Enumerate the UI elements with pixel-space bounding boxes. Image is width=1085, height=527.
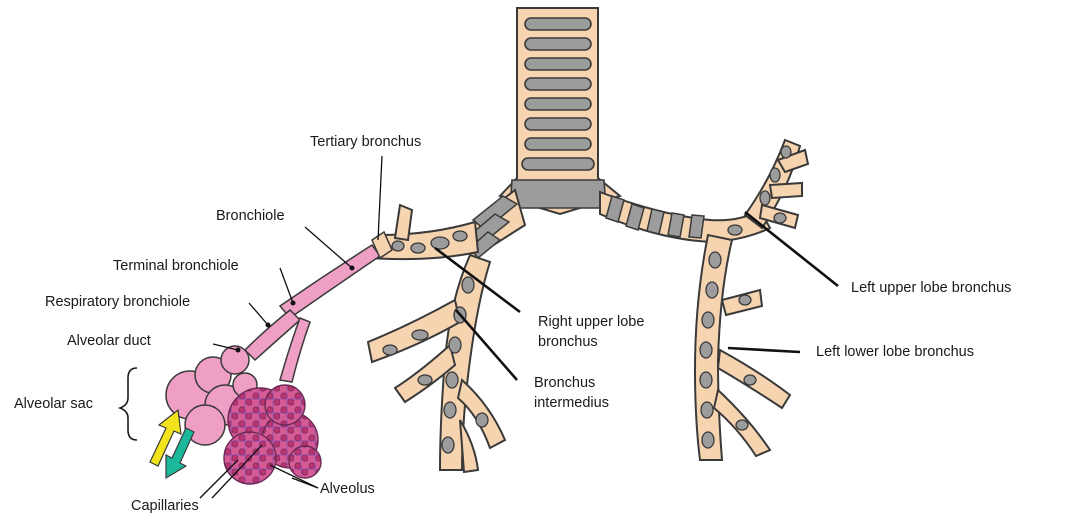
- label-o2: O2: [185, 460, 200, 479]
- label-capillaries: Capillaries: [131, 498, 199, 515]
- label-left-upper-lobe-bronchus: Left upper lobe bronchus: [851, 280, 1011, 297]
- label-alveolus: Alveolus: [320, 481, 375, 498]
- label-left-lower-lobe-bronchus: Left lower lobe bronchus: [816, 344, 974, 361]
- label-bronchiole: Bronchiole: [216, 208, 285, 225]
- label-tertiary-bronchus: Tertiary bronchus: [310, 134, 421, 151]
- label-terminal-bronchiole: Terminal bronchiole: [113, 258, 239, 275]
- co2-subscript: 2: [161, 410, 166, 420]
- label-right-upper-lobe-line1: Right upper lobe: [538, 314, 644, 331]
- o2-text: O: [185, 461, 195, 476]
- bronchus-intermedius-tree: [368, 255, 505, 472]
- label-right-upper-lobe-line2: bronchus: [538, 334, 598, 351]
- co2-text: CO: [141, 406, 161, 421]
- trachea: [500, 8, 620, 214]
- label-co2: CO2: [141, 405, 166, 424]
- label-bronchus-intermedius-line2: intermedius: [534, 395, 609, 412]
- left-main-bronchus: [600, 192, 770, 242]
- label-respiratory-bronchiole: Respiratory bronchiole: [45, 294, 190, 311]
- label-alveolar-duct: Alveolar duct: [67, 333, 151, 350]
- label-bronchus-intermedius-line1: Bronchus: [534, 375, 595, 392]
- o2-subscript: 2: [195, 465, 200, 475]
- label-alveolar-sac: Alveolar sac: [14, 396, 93, 413]
- alveolar-sac-brace: [120, 368, 137, 440]
